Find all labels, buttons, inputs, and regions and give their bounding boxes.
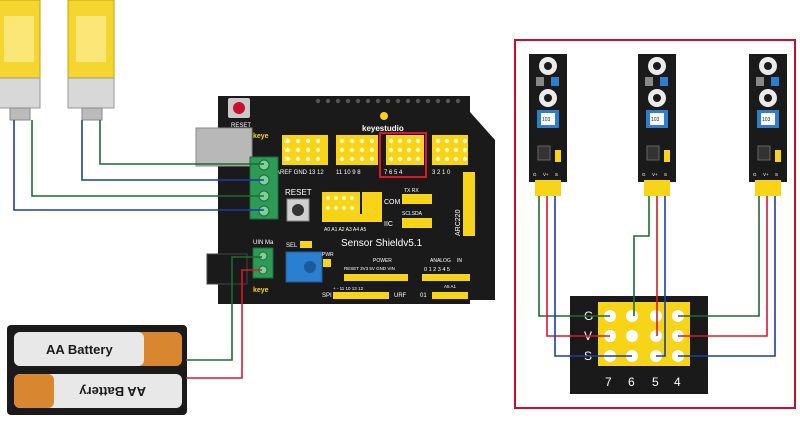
line-sensor-1: 103 G V+ S bbox=[529, 54, 567, 196]
scl-sda-label: SCLSDA bbox=[402, 211, 423, 217]
digital-right-label: 3 2 1 0 bbox=[432, 170, 451, 176]
spi-label: SPI bbox=[322, 293, 332, 299]
sensor-1-pin-g: G bbox=[533, 172, 537, 177]
battery-wires bbox=[186, 256, 262, 379]
power-terminal-green bbox=[252, 247, 274, 279]
sensor-1-pot-label: 103 bbox=[542, 117, 551, 123]
line-sensor-3: 103 G V+ S bbox=[749, 54, 787, 196]
arc-label: ARC220 bbox=[455, 209, 462, 236]
digital-box-label: 7 6 5 4 bbox=[384, 170, 403, 176]
gvs-g-label: G bbox=[284, 139, 289, 145]
power-pins-label: RESET 3V3 5V GND VIN bbox=[344, 266, 395, 271]
header-mid bbox=[336, 135, 378, 165]
reset-label: RESET bbox=[285, 188, 312, 197]
vin-label: UIN Ma bbox=[253, 240, 274, 246]
power-terminal-blue bbox=[285, 251, 323, 283]
sensor-1-pin-v: V+ bbox=[543, 172, 549, 177]
brand-label: keyestudio bbox=[362, 124, 404, 133]
tx-rx-label: TX RX bbox=[404, 188, 419, 194]
sensor-3-pot-label: 103 bbox=[762, 117, 771, 123]
sensor-shield: RESET keyestudio keye bbox=[195, 96, 495, 304]
analog-small-label: A5 A1 bbox=[444, 284, 457, 289]
gvs-v-label: V bbox=[284, 148, 288, 154]
sensor-2-pin-g: G bbox=[642, 172, 646, 177]
header-digital-7-4: 7 6 5 4 bbox=[379, 132, 427, 178]
sel-label: SEL bbox=[286, 243, 298, 249]
sensor-3-pin-s: S bbox=[775, 172, 778, 177]
sensor-2-pin-s: S bbox=[664, 172, 667, 177]
analog-nums-label: 0 1 2 3 4 5 bbox=[424, 267, 450, 273]
connector-col-5: 5 bbox=[652, 375, 659, 389]
sensor-wires bbox=[538, 196, 776, 357]
bottom-row-label: + - 11 10 13 12 bbox=[333, 286, 364, 291]
connector-col-4: 4 bbox=[674, 375, 681, 389]
pwr-label: PWR bbox=[322, 252, 334, 258]
header-left bbox=[282, 135, 328, 165]
in-label: IN bbox=[457, 258, 462, 264]
motor-right bbox=[67, 0, 115, 121]
line-sensor-2: 103 G V+ S bbox=[638, 54, 676, 196]
battery-top-label: AA Battery bbox=[46, 342, 113, 357]
gvs-s-label: S bbox=[284, 157, 288, 163]
connector-col-7: 7 bbox=[605, 375, 612, 389]
motor-left bbox=[0, 0, 41, 121]
battery-pack: AA Battery AA Battery bbox=[7, 325, 187, 415]
digital-left-label: AREF GND 13 12 bbox=[276, 170, 324, 176]
sensor-1-pin-s: S bbox=[555, 172, 558, 177]
battery-bottom-label: AA Battery bbox=[79, 384, 146, 399]
model-label: Sensor Shieldv5.1 bbox=[341, 238, 423, 249]
battery-cell-bottom bbox=[14, 374, 182, 408]
header-right bbox=[432, 135, 468, 165]
brand-bottom-label: keye bbox=[253, 287, 269, 294]
urf-label: URF bbox=[394, 293, 407, 299]
analog-label: ANALOG bbox=[430, 258, 451, 264]
analog-row-label: A0 A1 A2 A3 A4 A5 bbox=[324, 227, 366, 233]
sensor-frame bbox=[514, 39, 796, 409]
sensor-2-pin-v: V+ bbox=[652, 172, 658, 177]
digital-mid-label: 11 10 9 8 bbox=[336, 170, 361, 176]
iic-label: IIC bbox=[384, 221, 393, 228]
power-label: POWER bbox=[373, 258, 392, 264]
connector-block: G V S 7 6 5 4 bbox=[570, 296, 708, 394]
motor-wires bbox=[13, 120, 264, 211]
sensor-3-pin-g: G bbox=[753, 172, 757, 177]
brand-side-label: keye bbox=[253, 133, 269, 140]
sensor-3-pin-v: V+ bbox=[763, 172, 769, 177]
power-01-label: 01 bbox=[420, 293, 427, 299]
com-label: COM bbox=[384, 199, 401, 206]
reset-top-label: RESET bbox=[231, 123, 251, 129]
connector-col-6: 6 bbox=[628, 375, 635, 389]
sensor-2-pot-label: 103 bbox=[651, 117, 660, 123]
